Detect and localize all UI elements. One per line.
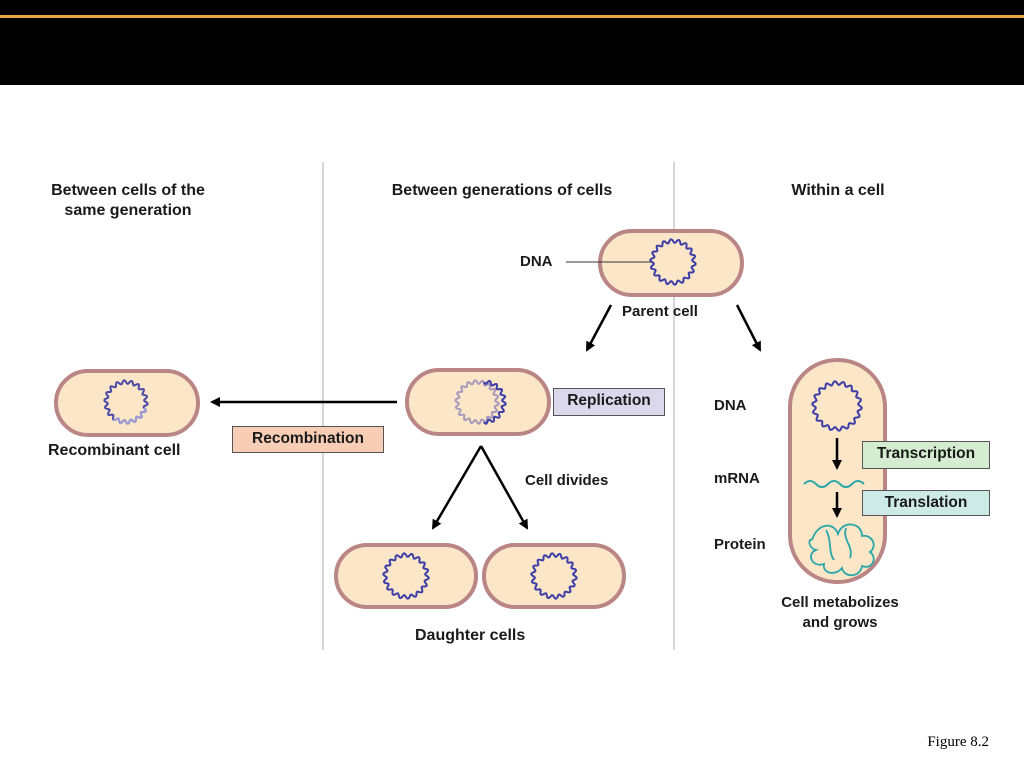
dna-recombined-segment — [112, 407, 147, 425]
label-protein: Protein — [714, 536, 766, 553]
daughter-right-dna-icon — [530, 552, 578, 600]
label-mrna: mRNA — [714, 470, 760, 487]
arrow-divide-left — [431, 445, 483, 530]
label-daughter-cells: Daughter cells — [415, 627, 526, 644]
daughter-left-dna-icon — [382, 552, 430, 600]
daughter-cell-right — [482, 543, 626, 609]
growing-cell — [788, 358, 887, 584]
replicating-dna-old-icon — [454, 379, 500, 425]
arrow-parent-to-growing — [735, 304, 762, 352]
parent-cell — [598, 229, 744, 297]
dna-strand — [811, 380, 863, 432]
arrow-parent-to-replicating — [585, 304, 613, 352]
header-bar — [0, 0, 1024, 85]
heading-between-generations: Between generations of cells — [391, 182, 613, 199]
recombinant-cell — [54, 369, 200, 437]
label-parent-cell: Parent cell — [622, 303, 698, 320]
arrow-divide-right — [479, 445, 529, 530]
protein-fold — [808, 523, 875, 577]
recombinant-dna-icon — [103, 379, 149, 425]
mrna-strand — [803, 480, 865, 488]
translation-box: Translation — [862, 490, 990, 516]
label-cell-metabolizes: Cell metabolizes and grows — [781, 594, 899, 631]
label-dna-parent: DNA — [520, 253, 553, 270]
replicating-dna-new-icon — [483, 379, 507, 425]
figure-caption: Figure 8.2 — [927, 734, 989, 750]
replication-box: Replication — [553, 388, 665, 416]
transcription-box: Transcription — [862, 441, 990, 469]
dna-strand — [382, 552, 430, 600]
label-dna-right: DNA — [714, 397, 747, 414]
replicating-cell — [405, 368, 551, 436]
label-recombinant-cell: Recombinant cell — [48, 442, 181, 459]
label-cell-divides: Cell divides — [525, 472, 609, 489]
heading-within-cell: Within a cell — [791, 182, 885, 199]
growing-cell-dna-icon — [811, 380, 863, 432]
dna-strand — [530, 552, 578, 600]
recombination-box: Recombination — [232, 426, 384, 453]
daughter-cell-left — [334, 543, 478, 609]
dna-strand — [454, 379, 500, 425]
heading-same-generation: Between cells of the same generation — [51, 182, 205, 219]
header-rule — [0, 15, 1024, 18]
dna-strand — [483, 379, 507, 425]
